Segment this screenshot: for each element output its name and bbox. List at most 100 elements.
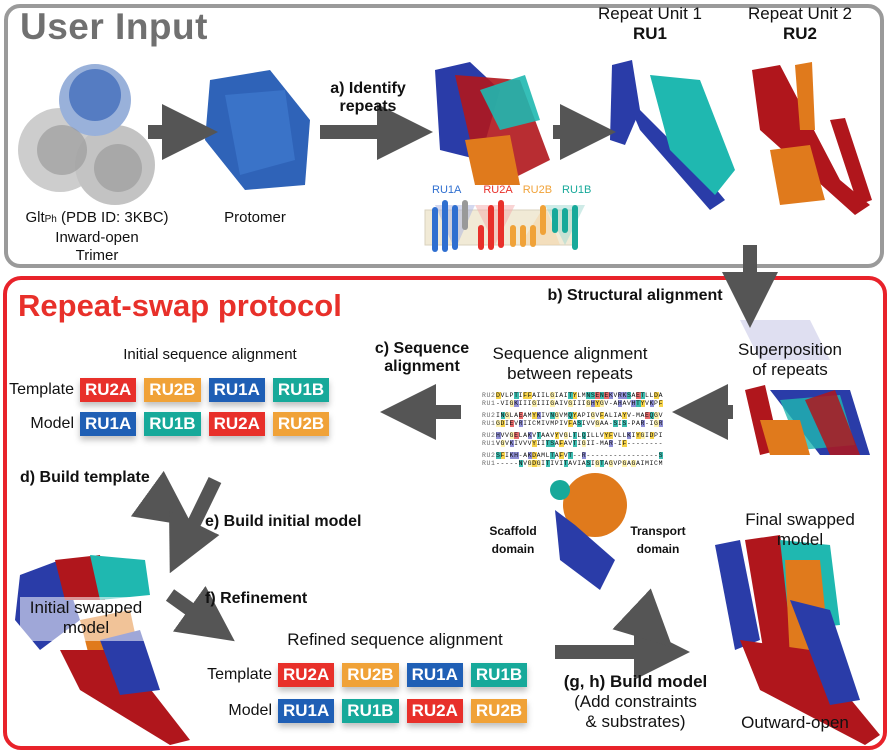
residue: A [514, 412, 519, 419]
residue: I [536, 440, 542, 447]
residue: - [640, 452, 646, 459]
residue: V [626, 400, 632, 407]
residue: P [617, 460, 623, 467]
residue: I [536, 392, 542, 399]
residue: E [595, 392, 600, 399]
step-gh-line2: (Add constraints [574, 692, 697, 711]
residue: A [617, 412, 623, 419]
residue: A [559, 392, 564, 399]
residue: T [640, 392, 646, 399]
residue: M [563, 412, 569, 419]
residue: I [518, 392, 524, 399]
residue: - [649, 452, 655, 459]
residue: T [563, 460, 569, 467]
residue: E [518, 412, 524, 419]
residue: Y [532, 440, 537, 447]
step-f-label: f) Refinement [205, 590, 308, 607]
residue: G [640, 432, 646, 439]
residue: Y [572, 392, 578, 399]
tag-ru1b: RU1B [342, 699, 399, 723]
residue: V [500, 400, 506, 407]
residue: I [577, 460, 582, 467]
residue: H [631, 400, 636, 407]
residue: V [595, 412, 600, 419]
step-a-line1: a) Identify [330, 80, 406, 97]
residue: I [518, 400, 524, 407]
residue: F [527, 392, 533, 399]
residue: P [581, 412, 587, 419]
tag-ru2a: RU2A [406, 699, 463, 723]
ru1-code: RU1 [632, 24, 667, 43]
residue: Q [568, 412, 573, 419]
initial-model-line2: model [62, 618, 110, 637]
residue: G [595, 460, 600, 467]
residue: - [654, 452, 659, 459]
residue: A [635, 460, 641, 467]
residue: V [568, 440, 573, 447]
residue: A [599, 420, 605, 427]
residue: Y [640, 400, 646, 407]
trimer-name: Glt [25, 209, 45, 226]
residue: I [658, 432, 664, 439]
residue: F [500, 452, 506, 459]
alignment-block: RU2INGLAEAMYKIVNGVMQYAPIGVFALIAYV-MAEQGV… [482, 412, 664, 428]
residue: M [536, 420, 542, 427]
residue: E [509, 420, 515, 427]
residue: Q [581, 432, 587, 439]
step-c-line2: alignment [384, 358, 460, 375]
residue: P [509, 392, 515, 399]
residue: T [572, 440, 578, 447]
arrow-domains-to-model [612, 588, 673, 648]
tag-ru1b: RU1B [470, 663, 528, 687]
residue: K [514, 400, 519, 407]
residue: - [613, 452, 618, 459]
residue: R [608, 440, 614, 447]
residue: K [536, 412, 542, 419]
residue: L [577, 432, 582, 439]
residue: T [536, 432, 542, 439]
residue: G [536, 460, 542, 467]
residue: A [604, 412, 609, 419]
topology-labels: RU1A RU2A RU2B RU1B [432, 184, 592, 196]
residue: K [527, 432, 533, 439]
residue: - [572, 452, 578, 459]
residue: V [599, 432, 605, 439]
residue: - [514, 460, 519, 467]
alignment-line: RU2DVLPTIFFAIILGIAITYLMNSENEKVRKSAETLLDA [482, 392, 663, 400]
ru2-code: RU2 [782, 24, 817, 43]
residue: T [572, 432, 578, 439]
step-a-line2: repeats [339, 98, 397, 115]
scaffold-domain-label: Scaffold domain [478, 522, 548, 558]
residue: G [631, 460, 636, 467]
residue: I [577, 400, 582, 407]
ru2-title: Repeat Unit 2 [748, 4, 852, 23]
residue: S [613, 420, 618, 427]
residue: I [496, 412, 501, 419]
superposition-structure [740, 320, 870, 455]
step-gh-label: (g, h) Build model (Add constraints & su… [548, 672, 723, 732]
arrow-refinement [165, 585, 235, 642]
residue: M [645, 460, 650, 467]
residue: I [649, 460, 655, 467]
arrow-build-initial-model [169, 476, 222, 574]
alignment-block: RU2DVLPTIFFAIILGIAITYLMNSENEKVRKSAETLLDA… [482, 392, 664, 408]
residue: E [514, 432, 519, 439]
residue: V [505, 432, 510, 439]
tag-ru1b: RU1B [272, 378, 330, 402]
residue: I [590, 460, 596, 467]
alignment-line: RU1-----NVGDGITIVITAVIASIGTAGVPGAGAIMICM [482, 460, 663, 468]
residue: I [523, 400, 528, 407]
residue: I [586, 440, 591, 447]
step-a-label: a) Identify repeats [318, 80, 418, 116]
step-d-label: d) Build template [20, 469, 150, 486]
residue: A [563, 440, 569, 447]
seq-alignment-title-line2: between repeats [507, 364, 633, 383]
alignment-line: RU2SFIKH-AKDAMLTAFVT--R----------------S [482, 452, 664, 460]
residue: - [626, 452, 632, 459]
residue: A [554, 452, 560, 459]
residue: I [514, 440, 519, 447]
residue: A [541, 432, 546, 439]
residue: G [654, 412, 659, 419]
row-label: Template [207, 666, 272, 683]
residue: I [554, 392, 560, 399]
